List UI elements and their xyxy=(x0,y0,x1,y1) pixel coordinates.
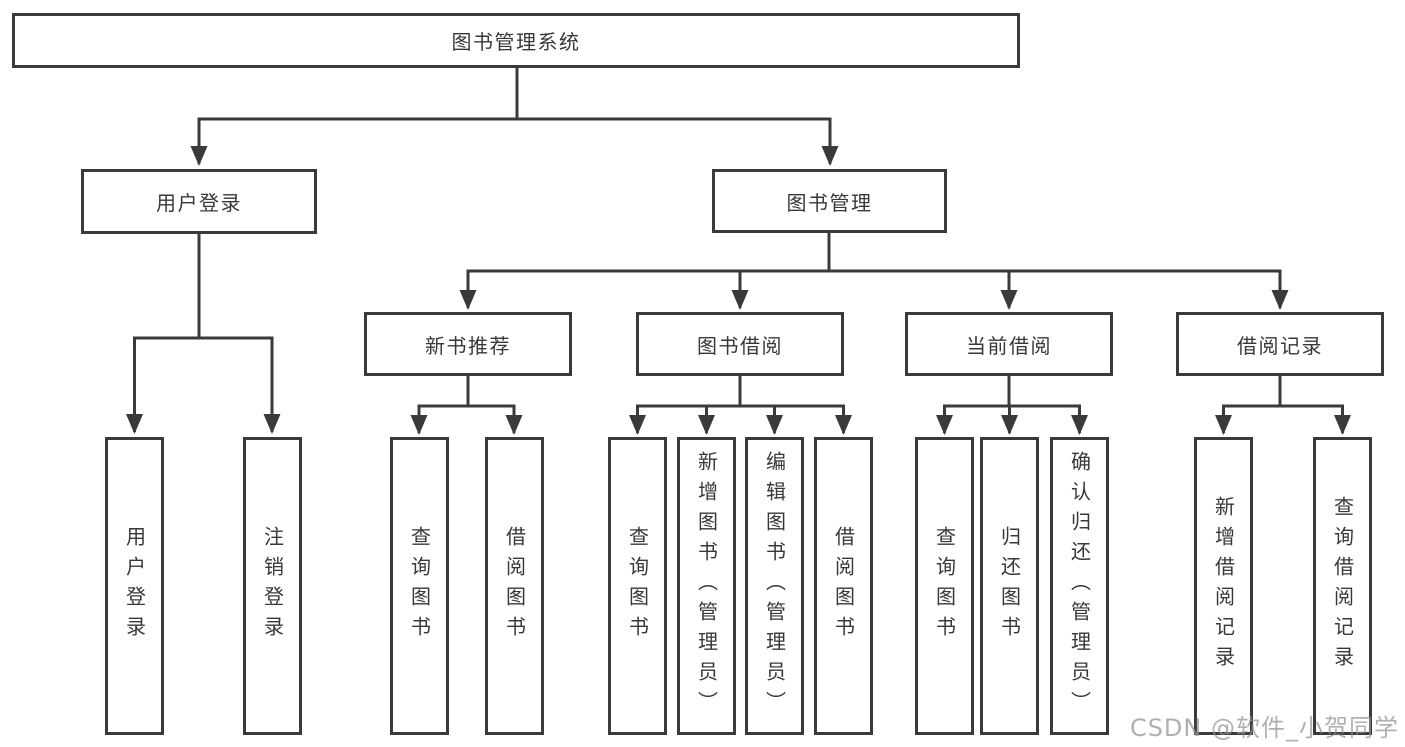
node-book-management-label: 图书管理 xyxy=(786,190,873,215)
leaf-recommend-query-book: 查询图书 xyxy=(390,437,449,735)
leaf-add-book-admin: 新增图书（管理员） xyxy=(677,437,736,735)
node-borrow-record-label: 借阅记录 xyxy=(1237,333,1323,358)
node-new-book-recommend-label: 新书推荐 xyxy=(425,333,511,358)
node-new-book-recommend: 新书推荐 xyxy=(364,312,572,376)
leaf-query-borrow-record-label: 查询借阅记录 xyxy=(1330,496,1355,676)
leaf-query-borrow-record: 查询借阅记录 xyxy=(1313,437,1372,735)
leaf-logout-label: 注销登录 xyxy=(260,526,285,646)
node-borrow-record: 借阅记录 xyxy=(1176,312,1384,376)
leaf-borrow-book-label: 借阅图书 xyxy=(831,526,856,646)
node-book-borrow-label: 图书借阅 xyxy=(697,333,783,358)
watermark-text: CSDN @软件_小贺同学 xyxy=(1129,714,1399,742)
leaf-borrow-book: 借阅图书 xyxy=(814,437,873,735)
node-root: 图书管理系统 xyxy=(12,13,1020,68)
node-root-label: 图书管理系统 xyxy=(451,30,581,54)
node-current-borrow-label: 当前借阅 xyxy=(966,333,1052,358)
leaf-edit-book-admin: 编辑图书（管理员） xyxy=(745,437,804,735)
leaf-borrow-query-book: 查询图书 xyxy=(608,437,667,735)
leaf-add-borrow-record: 新增借阅记录 xyxy=(1194,437,1253,735)
leaf-add-borrow-record-label: 新增借阅记录 xyxy=(1211,496,1236,676)
leaf-confirm-return-admin-label: 确认归还（管理员） xyxy=(1067,451,1092,721)
node-user-login: 用户登录 xyxy=(81,169,317,234)
node-user-login-label: 用户登录 xyxy=(156,191,242,215)
node-current-borrow: 当前借阅 xyxy=(905,312,1113,376)
leaf-edit-book-admin-label: 编辑图书（管理员） xyxy=(762,451,787,721)
node-book-borrow: 图书借阅 xyxy=(636,312,844,376)
leaf-return-book-label: 归还图书 xyxy=(997,526,1022,646)
leaf-confirm-return-admin: 确认归还（管理员） xyxy=(1050,437,1109,735)
leaf-recommend-query-book-label: 查询图书 xyxy=(407,526,432,646)
leaf-recommend-borrow-book: 借阅图书 xyxy=(485,437,544,735)
leaf-return-book: 归还图书 xyxy=(980,437,1039,735)
leaf-logout: 注销登录 xyxy=(243,437,302,735)
leaf-current-query-book: 查询图书 xyxy=(915,437,974,735)
leaf-borrow-query-book-label: 查询图书 xyxy=(625,526,650,646)
leaf-recommend-borrow-book-label: 借阅图书 xyxy=(502,526,527,646)
leaf-add-book-admin-label: 新增图书（管理员） xyxy=(694,451,719,721)
leaf-user-login: 用户登录 xyxy=(105,437,164,735)
leaf-current-query-book-label: 查询图书 xyxy=(932,526,957,646)
node-book-management: 图书管理 xyxy=(712,169,947,233)
leaf-user-login-label: 用户登录 xyxy=(122,526,147,646)
